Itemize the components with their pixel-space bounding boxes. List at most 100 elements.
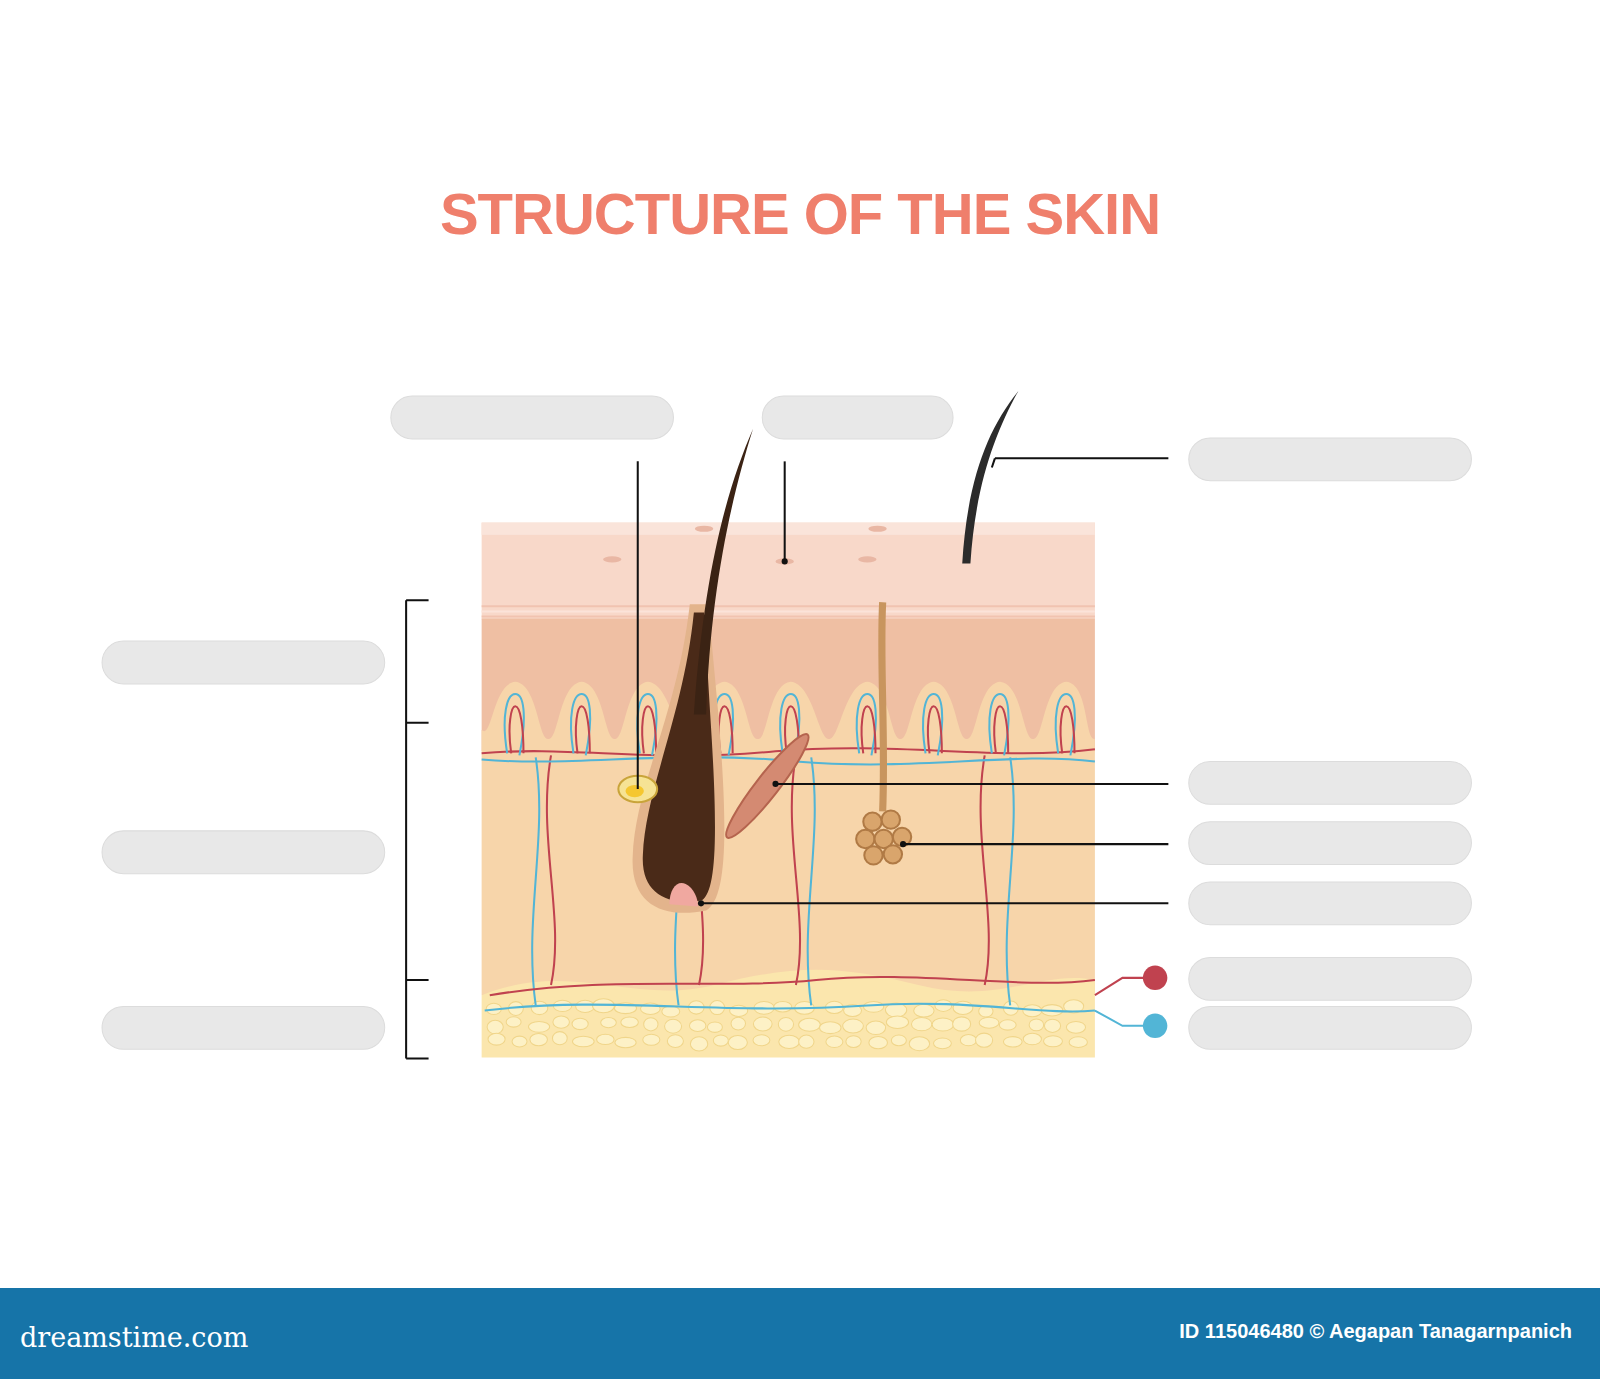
illustration-part xyxy=(1189,1006,1472,1049)
illustration-part xyxy=(869,1036,888,1048)
illustration-part xyxy=(826,1036,843,1048)
illustration-part xyxy=(626,785,644,797)
illustration-part xyxy=(882,602,884,811)
illustration-part xyxy=(601,1017,617,1027)
illustration-part xyxy=(994,706,1008,753)
leader-lines xyxy=(406,458,1168,1058)
illustration-part xyxy=(962,391,1018,564)
illustration-part xyxy=(911,1017,931,1030)
illustration-part xyxy=(482,523,1095,620)
illustration-part xyxy=(858,556,876,562)
illustration-part xyxy=(552,1032,567,1045)
illustration-part xyxy=(782,558,788,564)
illustration-part xyxy=(868,526,886,532)
illustration-part xyxy=(482,615,1095,617)
illustration-part xyxy=(762,396,953,439)
illustration-part xyxy=(102,1006,385,1049)
illustration-part xyxy=(753,1017,772,1031)
illustration-part xyxy=(953,1017,971,1031)
illustration-part xyxy=(531,1001,548,1014)
illustration-part xyxy=(1044,1036,1063,1047)
illustration-part xyxy=(482,970,1095,1058)
illustration-part xyxy=(799,1018,821,1031)
illustration-part xyxy=(1061,706,1075,753)
illustration-part xyxy=(490,977,1095,995)
illustration-part xyxy=(1189,957,1472,1000)
title-text: STRUCTURE OF THE SKIN xyxy=(440,181,1160,246)
illustration-part xyxy=(914,1004,934,1017)
illustration-part xyxy=(572,1018,588,1029)
illustration-part xyxy=(808,757,815,1005)
illustration-part xyxy=(667,1035,683,1048)
diagram-title: STRUCTURE OF THE SKIN xyxy=(0,180,1600,247)
illustration-part xyxy=(547,755,555,985)
illustration-part xyxy=(718,728,816,845)
illustration-part xyxy=(992,458,1169,467)
illustration-part xyxy=(1029,1019,1044,1031)
illustration-part xyxy=(698,900,704,906)
illustration-part xyxy=(510,706,524,753)
illustration-part xyxy=(1069,1037,1087,1048)
illustration-part xyxy=(981,755,989,985)
illustration-part xyxy=(695,526,713,532)
illustration-part xyxy=(512,1036,527,1047)
illustration-part xyxy=(701,902,1168,904)
illustration-part xyxy=(572,1036,594,1047)
illustration-part xyxy=(669,883,698,906)
illustration-part xyxy=(482,694,1095,1011)
site-name: dreamstime.com xyxy=(20,1322,248,1353)
illustration-part xyxy=(772,781,778,787)
illustration-part xyxy=(891,1035,906,1046)
illustration-part xyxy=(662,1006,680,1017)
illustration-part xyxy=(778,1017,793,1031)
illustration-part xyxy=(989,694,1008,755)
illustration-part xyxy=(1003,1037,1022,1047)
illustration-part xyxy=(571,694,590,755)
illustration-part xyxy=(690,1037,707,1051)
illustration-part xyxy=(487,1020,503,1034)
illustration-part xyxy=(886,1016,908,1028)
illustration-part xyxy=(644,1018,658,1031)
illustration-part xyxy=(406,600,428,1058)
skin-block xyxy=(482,523,1095,1058)
illustration-part xyxy=(934,1038,952,1049)
illustration-part xyxy=(862,706,876,753)
illustration-part xyxy=(576,706,590,753)
illustration-part xyxy=(1066,1021,1085,1033)
illustration-part xyxy=(863,1001,883,1012)
illustration-part xyxy=(784,461,786,561)
illustration-part xyxy=(909,1037,929,1051)
illustration-part xyxy=(532,757,539,1005)
illustration-part xyxy=(1189,761,1472,804)
illustration-part xyxy=(506,1017,521,1027)
illustration-part xyxy=(882,810,900,828)
illustration-part xyxy=(903,843,1168,845)
illustration-part xyxy=(391,396,674,439)
illustration-part xyxy=(884,845,902,863)
illustration-part xyxy=(1189,822,1472,865)
illustration-part xyxy=(799,1035,814,1048)
illustration-part xyxy=(698,558,906,906)
illustration-part xyxy=(776,558,794,564)
illustration-part xyxy=(1007,757,1014,1005)
illustration-part xyxy=(843,1019,864,1033)
illustration-part xyxy=(102,641,385,684)
illustration-part xyxy=(1143,1014,1167,1038)
illustration-part xyxy=(621,1017,639,1028)
illustration-part xyxy=(864,846,882,864)
illustration-part xyxy=(935,1000,952,1012)
illustration-part xyxy=(603,526,887,565)
illustration-part xyxy=(530,1033,548,1045)
illustration-part xyxy=(1189,438,1472,481)
illustration-part xyxy=(999,1020,1016,1030)
illustration-part xyxy=(488,1033,505,1045)
image-credit: ID 115046480 © Aegapan Tanagarnpanich xyxy=(1179,1320,1572,1343)
illustration-part xyxy=(1189,882,1472,925)
illustration-part xyxy=(792,755,800,985)
illustration-part xyxy=(753,1035,770,1046)
illustration-part xyxy=(776,783,1169,785)
illustration-part xyxy=(615,1037,636,1047)
illustration-part xyxy=(856,810,911,864)
illustration-part xyxy=(505,694,524,755)
illustration-part xyxy=(932,1018,953,1031)
